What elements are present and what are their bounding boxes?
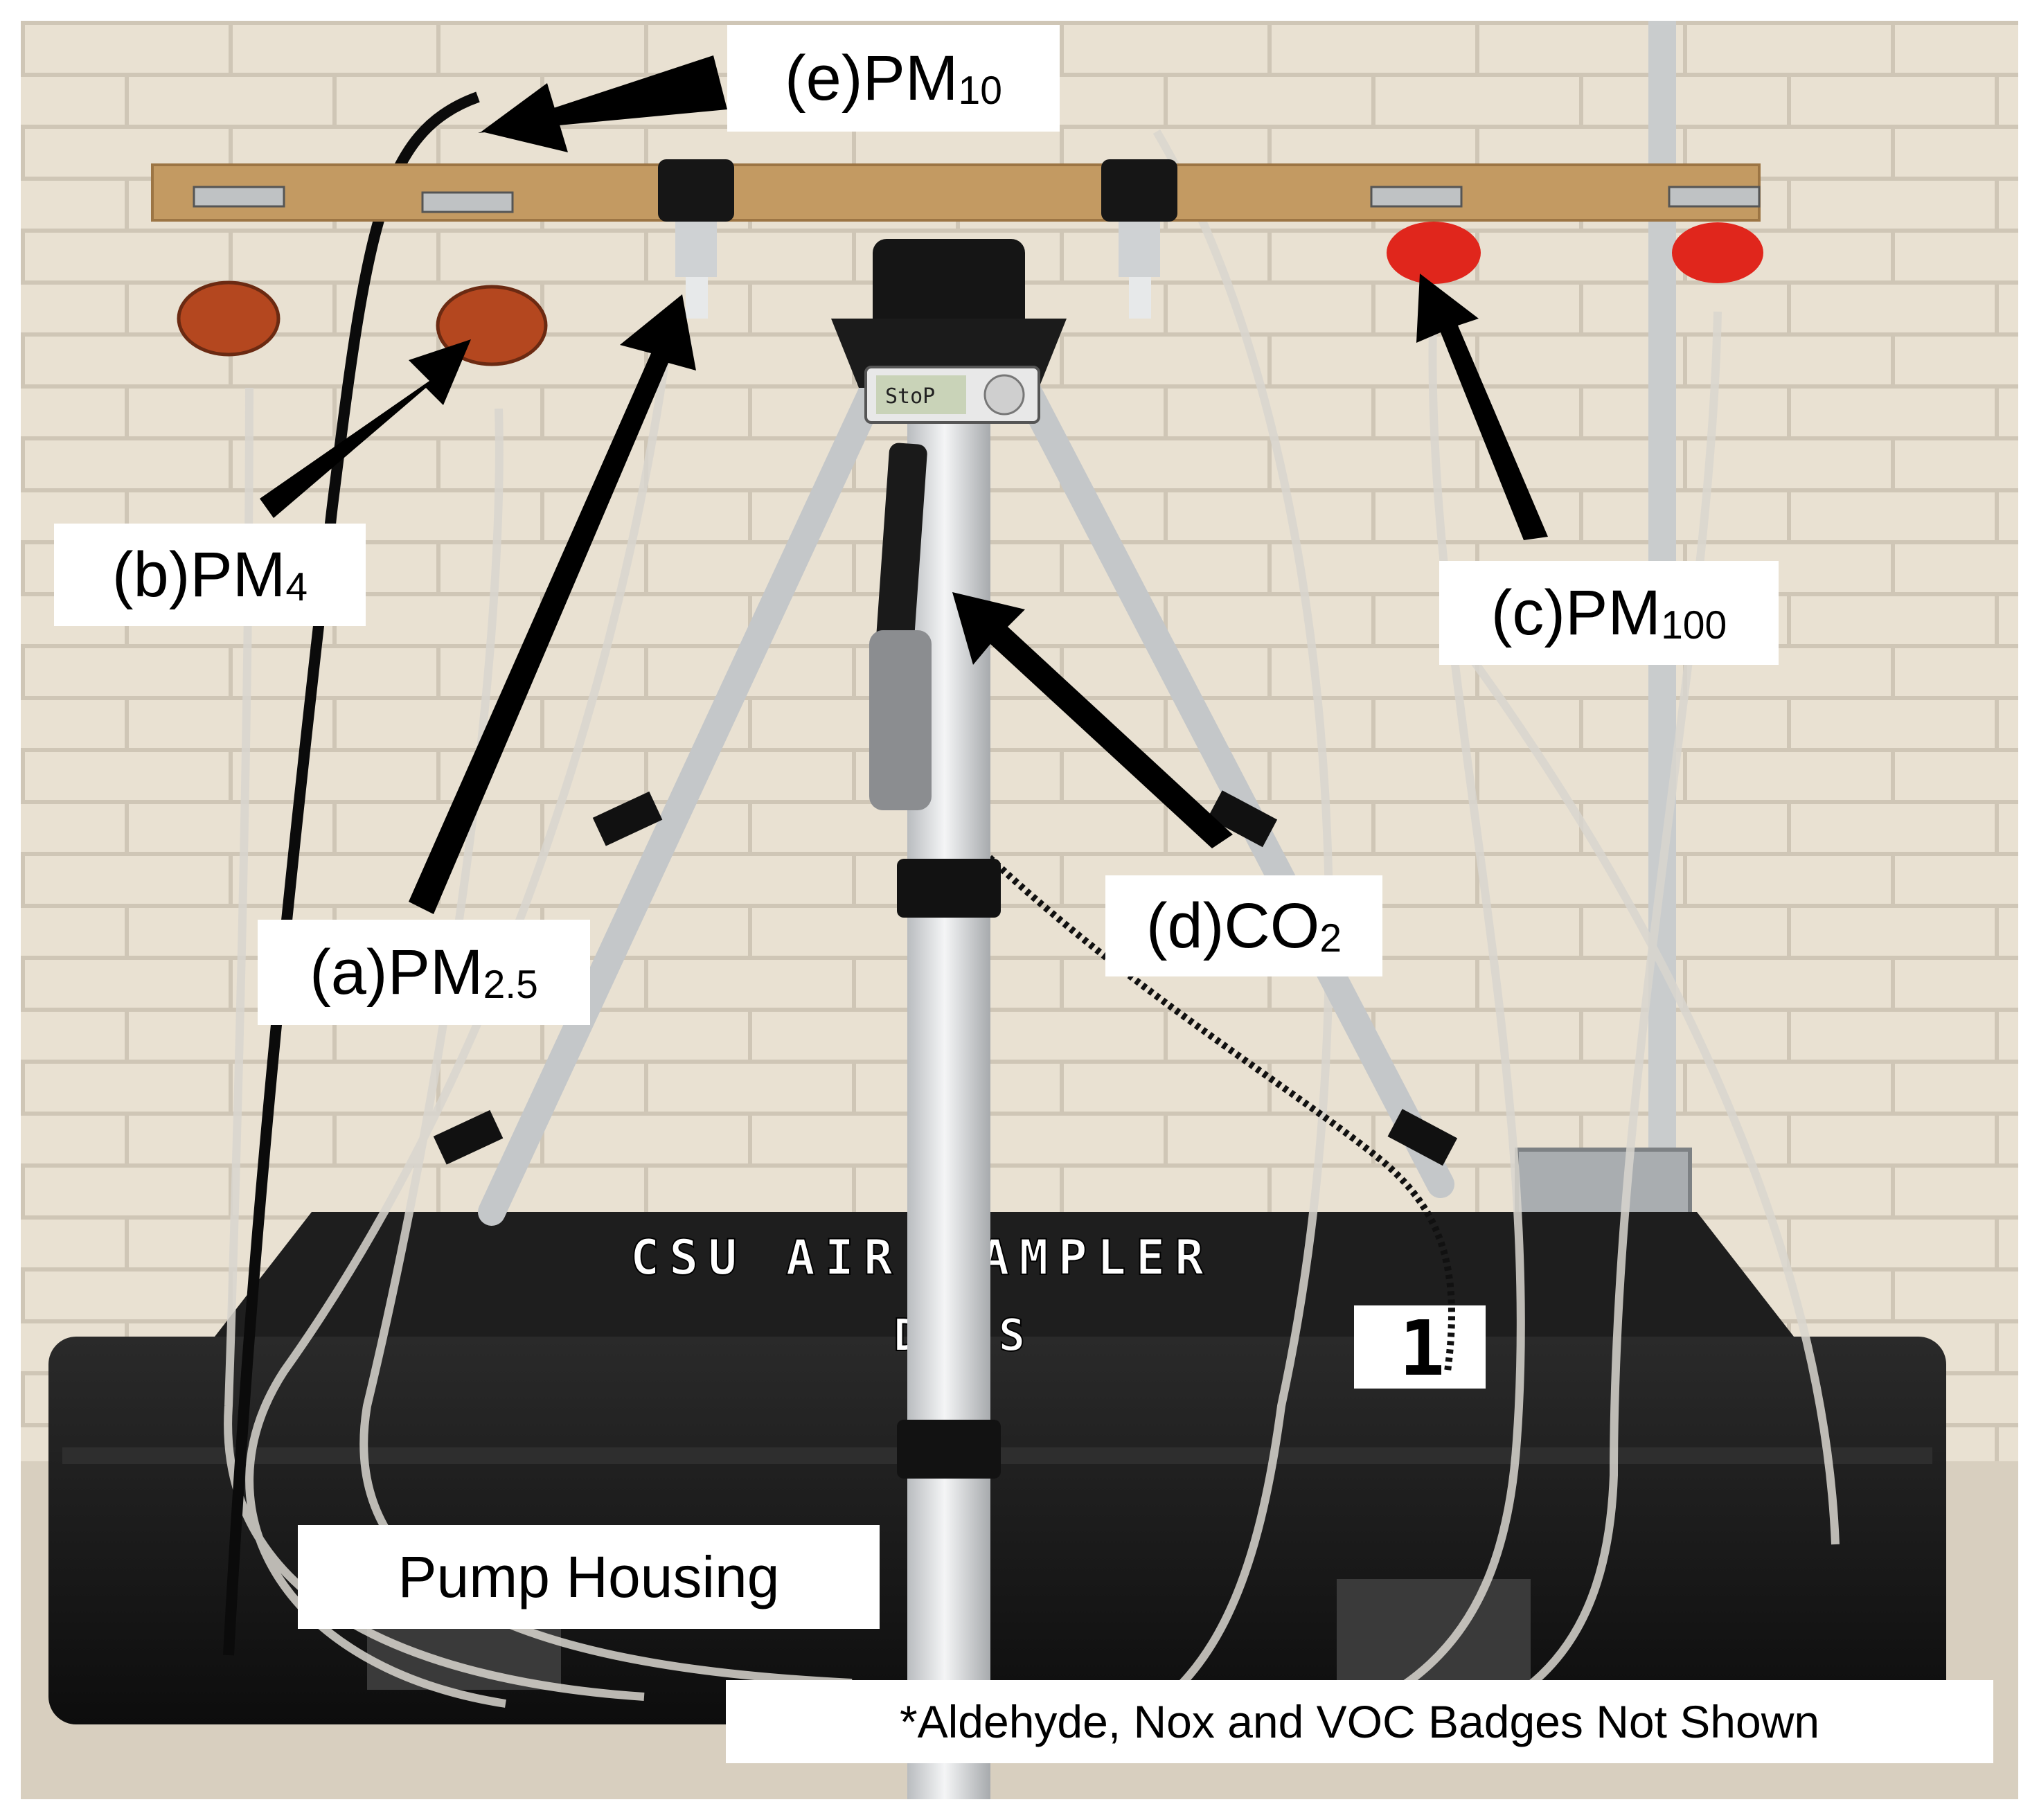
arrows (260, 55, 1548, 914)
label-pm25-prefix: (a)PM (310, 937, 483, 1008)
arrow-a (409, 294, 696, 914)
wooden-bar (151, 163, 1761, 222)
scene: CSU AIR SAMPLER DRHS 1 (21, 21, 2018, 1799)
arrow-c (1416, 274, 1548, 540)
label-pm10-sub: 10 (958, 68, 1002, 113)
label-pm100-prefix: (c)PM (1490, 578, 1662, 648)
label-pm4-prefix: (b)PM (112, 539, 286, 610)
arrow-e-head (481, 83, 568, 152)
label-co2-prefix: (d)CO (1146, 891, 1320, 961)
co2-coiled-cable (981, 849, 1455, 1372)
label-pump-housing: Pump Housing (298, 1525, 880, 1629)
tripod (478, 332, 1454, 1226)
tripod-head (873, 239, 1025, 336)
note-badges-not-shown: *Aldehyde, Nox and VOC Badges Not Shown (726, 1680, 1993, 1763)
pm100-filters (1387, 222, 1763, 284)
arrow-b (260, 339, 471, 518)
case-number: 1 (1399, 1304, 1445, 1393)
center-pole (907, 381, 990, 1799)
pump-display-text: StoP (885, 384, 935, 409)
photo: CSU AIR SAMPLER DRHS 1 (21, 21, 2018, 1799)
label-pm100-sub: 100 (1661, 603, 1727, 648)
label-co2-sub: 2 (1319, 916, 1342, 961)
label-pm4-sub: 4 (285, 564, 308, 609)
cyclone-samplers (658, 159, 1177, 319)
arrow-d (952, 592, 1233, 848)
label-pm25-sub: 2.5 (483, 962, 538, 1007)
label-pm10-prefix: (e)PM (785, 43, 959, 114)
